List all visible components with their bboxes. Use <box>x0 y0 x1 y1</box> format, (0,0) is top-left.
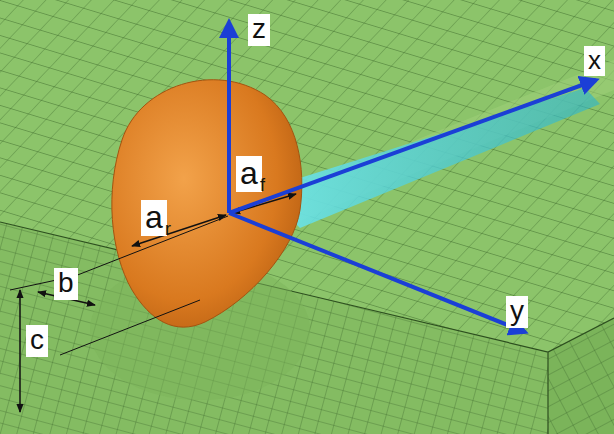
axis-label: y <box>506 296 528 328</box>
dimension-subscript: r <box>165 220 171 238</box>
dimension-label: a <box>141 200 167 236</box>
dimension-subscript: f <box>260 176 265 194</box>
dimension-label: c <box>26 325 48 357</box>
dimension-label: b <box>54 268 78 300</box>
axis-label: z <box>248 14 270 46</box>
axis-label: x <box>584 46 605 76</box>
dimension-label: a <box>236 156 262 192</box>
